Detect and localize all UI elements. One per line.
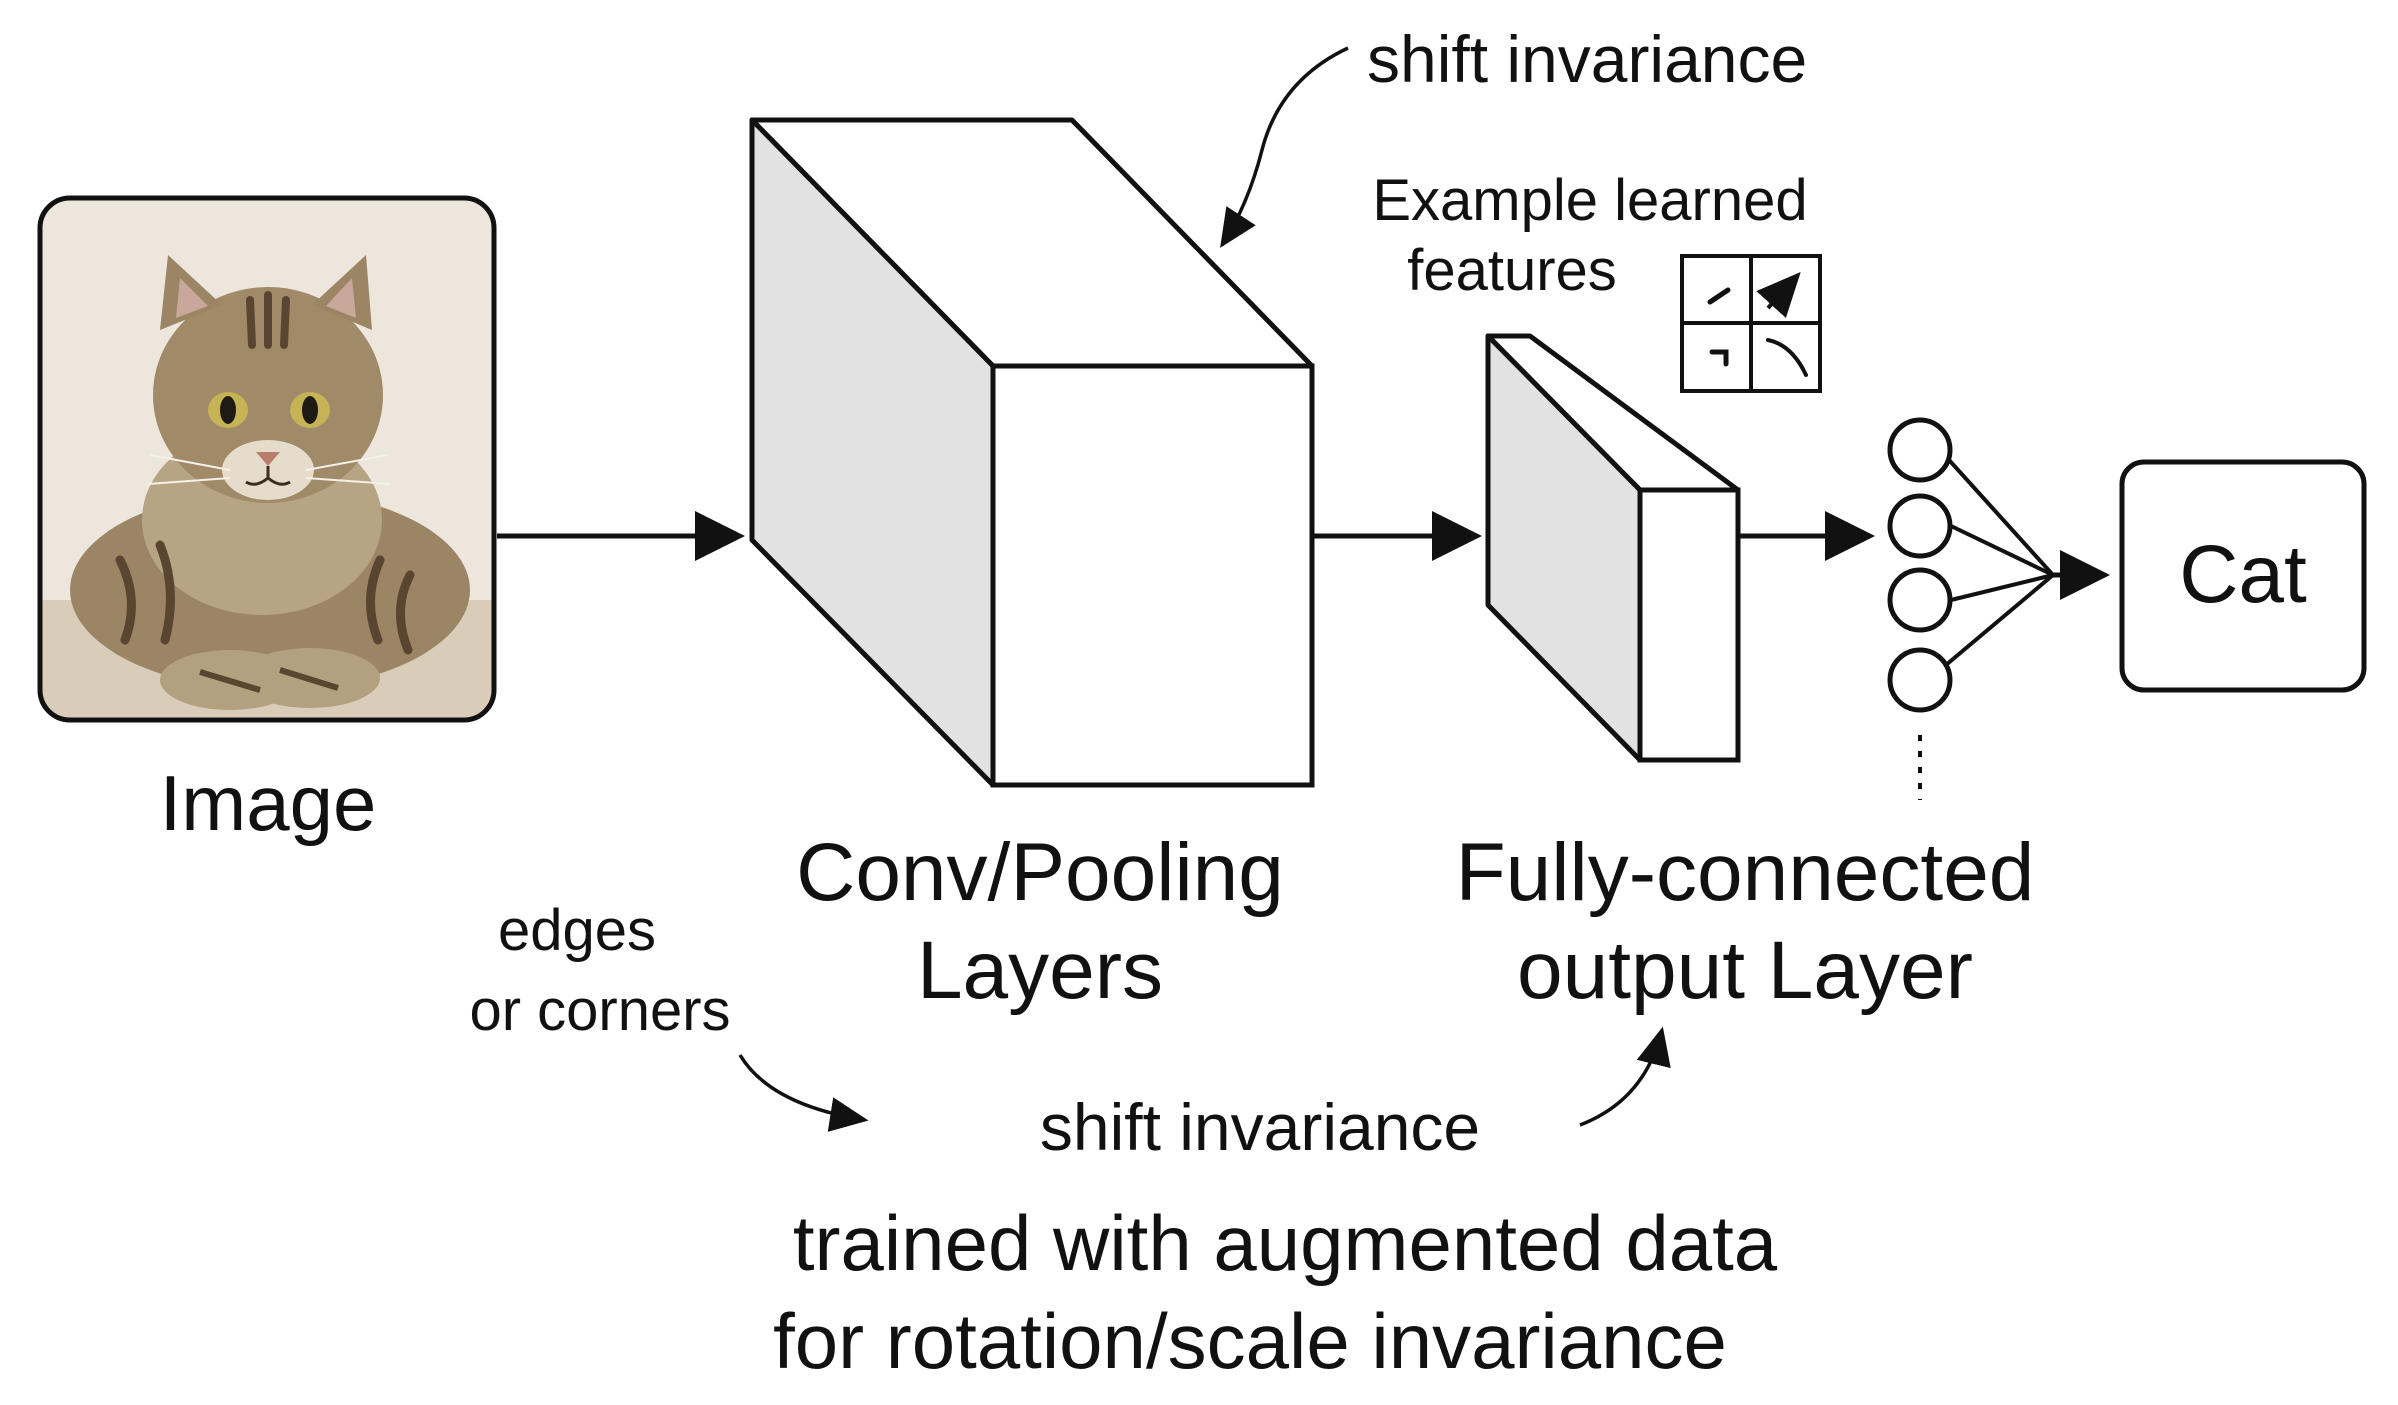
image-frame [37,195,497,723]
output-class-label: Cat [2179,529,2307,620]
features-label-line2: features [1407,238,1617,303]
neuron-icon [1887,417,2055,800]
fc-label-line1: Fully-connected [1456,827,2035,918]
conv-label-line1: Conv/Pooling [796,827,1284,918]
trained-label-line1: trained with augmented data [793,1199,1778,1287]
image-label: Image [160,759,377,847]
shift-invariance-bottom-arrow [1579,1026,1671,1127]
output-class-box: Cat [2119,459,2367,693]
fc-label-line2: output Layer [1517,925,1973,1016]
fc-block-front-face [1637,487,1741,763]
cat-photo-icon [40,198,494,720]
conv-block-front-face [990,363,1315,788]
conv-pooling-block [749,117,1315,788]
feature-grid-icon [1680,254,1822,393]
edges-label-line1: edges [498,898,656,963]
input-image-panel: Image [37,195,497,847]
edges-arrow [738,1054,869,1132]
fully-connected-block [1485,333,1741,763]
edges-label-line2: or corners [469,978,730,1043]
shift-invariance-bottom-label: shift invariance [1040,1090,1480,1164]
shift-invariance-top-label: shift invariance [1367,22,1807,96]
conv-label-line2: Layers [917,925,1163,1016]
features-label-line1: Example learned [1372,168,1807,233]
shift-invariance-top-arrow [1220,46,1349,248]
trained-label-line2: for rotation/scale invariance [773,1297,1727,1385]
